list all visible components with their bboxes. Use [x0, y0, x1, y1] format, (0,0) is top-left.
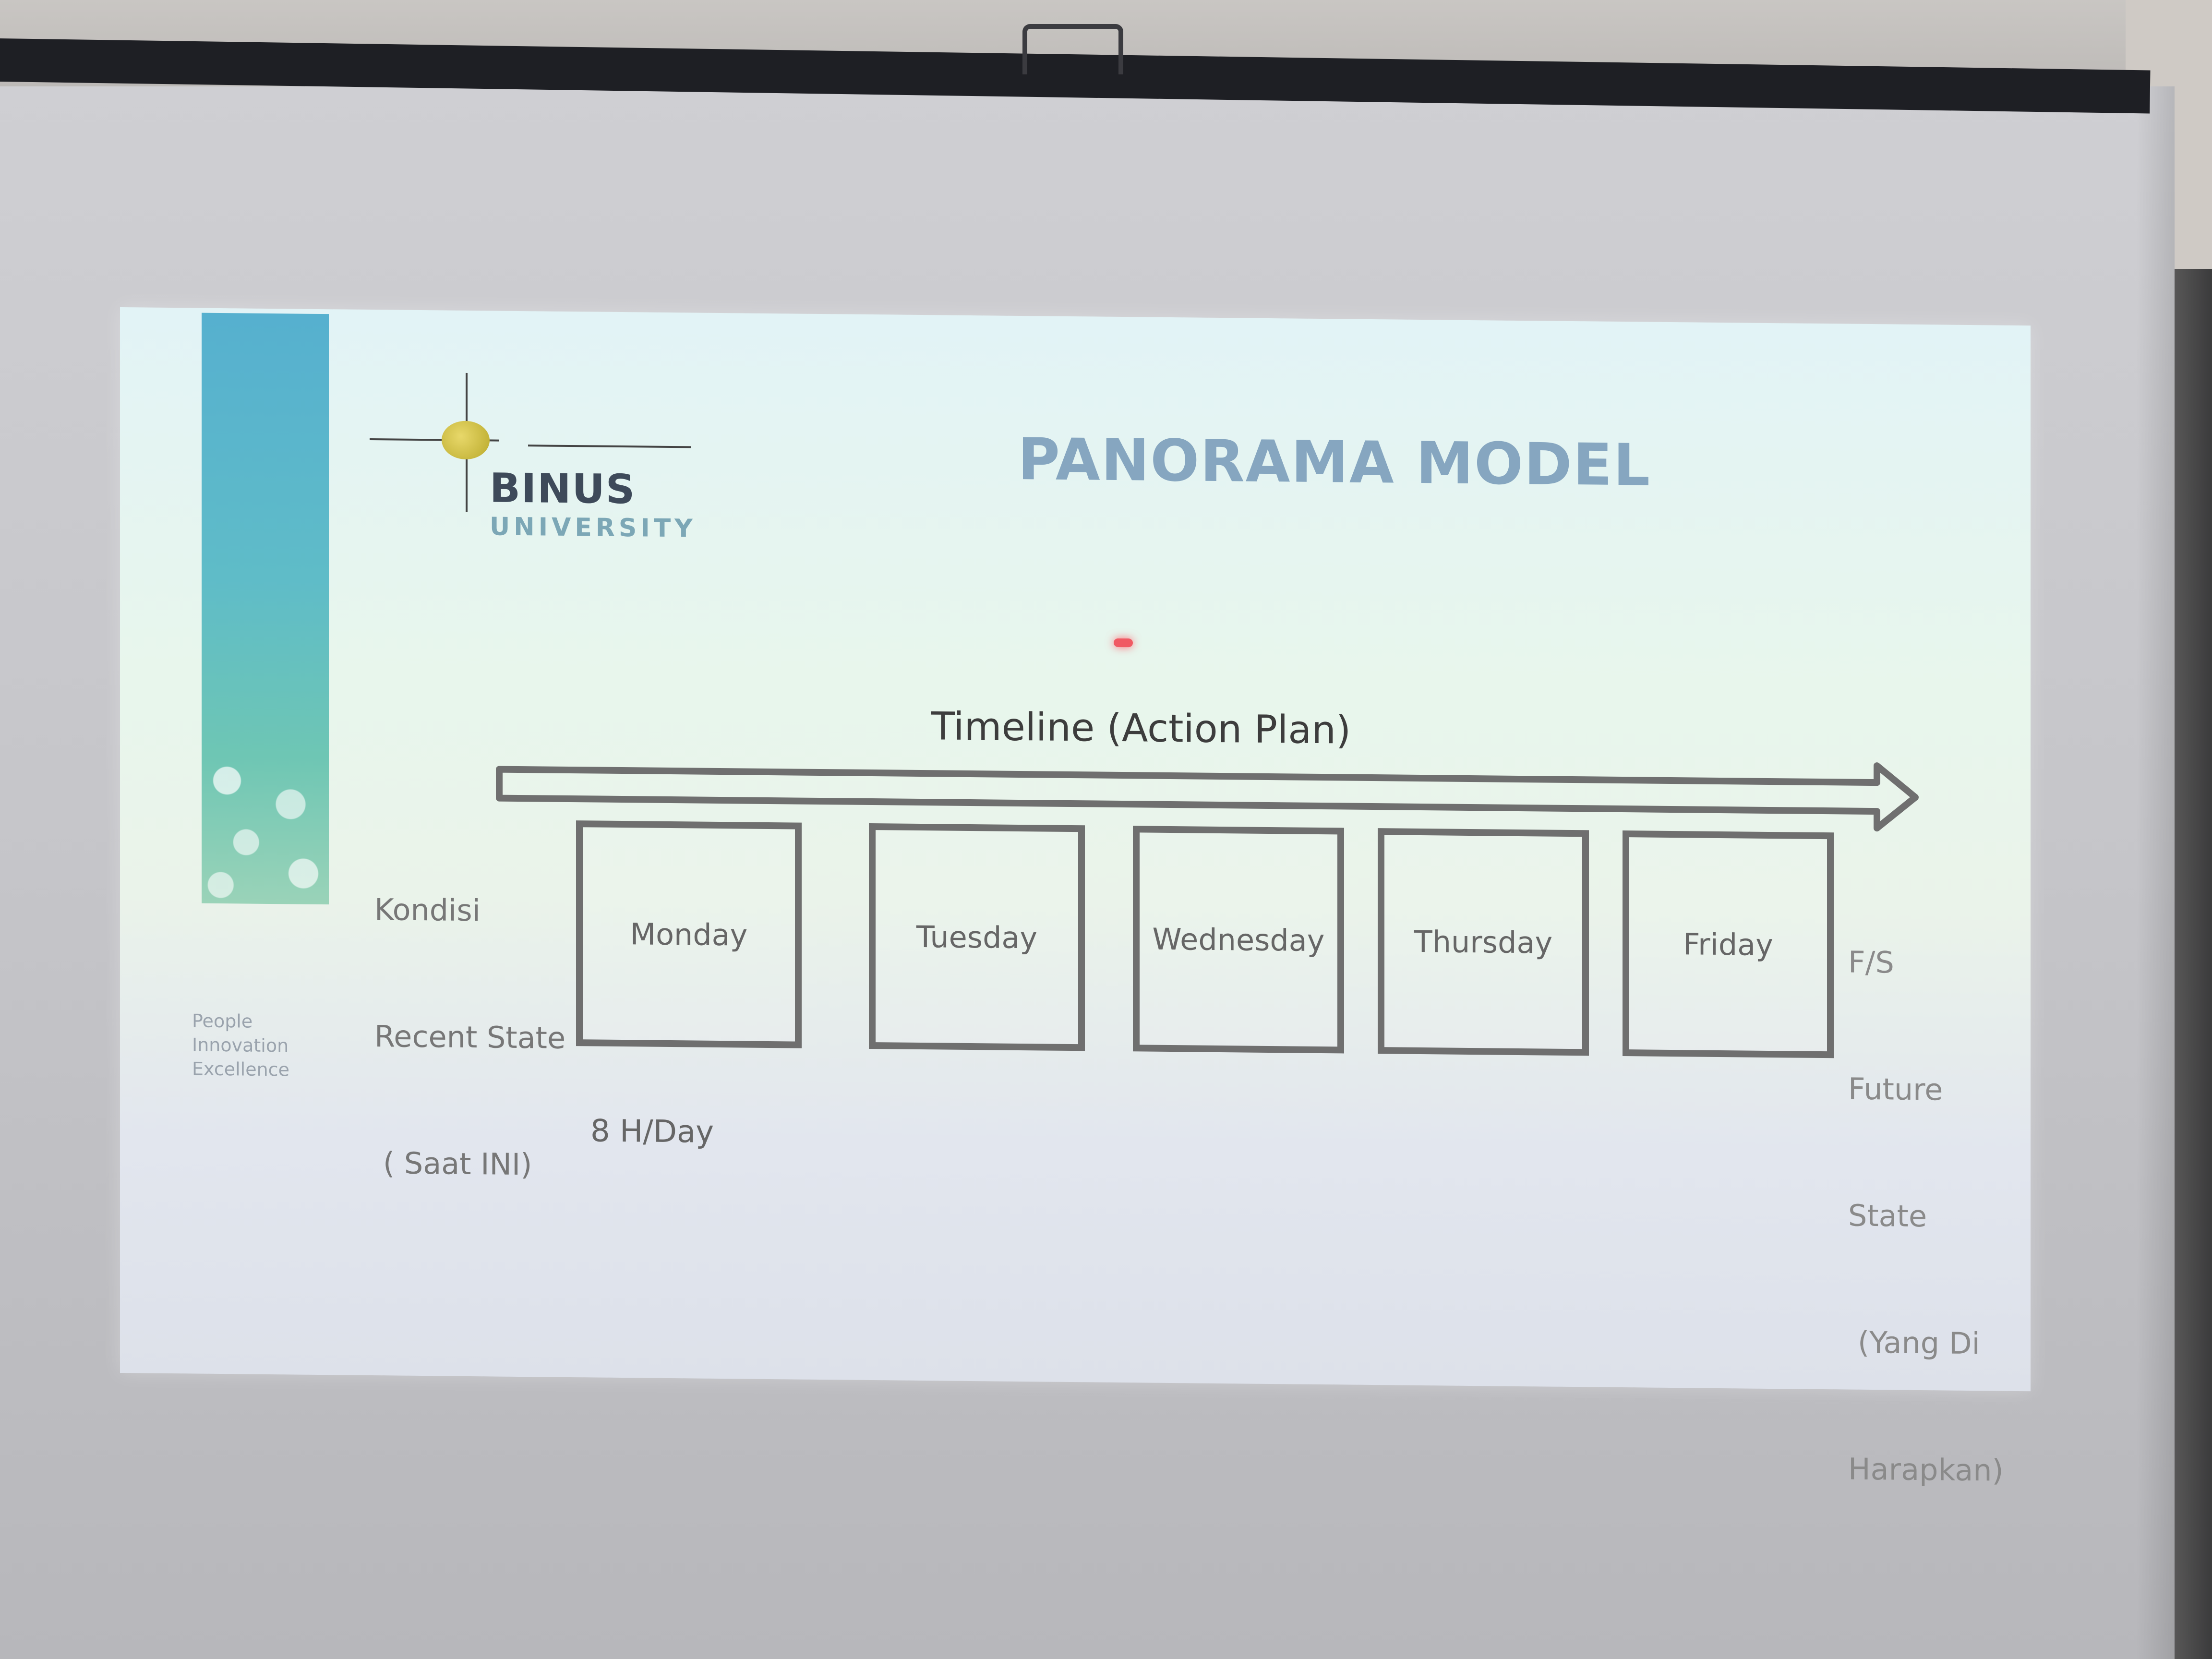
recent-state-line: Kondisi — [374, 892, 481, 928]
hours-per-day-note: 8 H/Day — [590, 1113, 714, 1150]
day-box-friday: Friday — [1623, 830, 1834, 1058]
logo-subname: UNIVERSITY — [490, 512, 697, 543]
day-label: Wednesday — [1152, 921, 1325, 958]
logo-name: BINUS — [490, 464, 636, 513]
future-state-line: Harapkan) — [1848, 1451, 2004, 1488]
day-box-wednesday: Wednesday — [1133, 826, 1344, 1054]
day-label: Friday — [1683, 926, 1773, 962]
future-state-line: (Yang Di — [1858, 1324, 1980, 1361]
future-state-line: Future — [1848, 1071, 1943, 1107]
tagline-line: Excellence — [192, 1058, 289, 1081]
recent-state-label: Kondisi Recent State ( Saat INI) — [374, 804, 565, 1271]
day-label: Monday — [630, 916, 748, 953]
future-state-line: State — [1848, 1198, 1927, 1234]
day-box-thursday: Thursday — [1378, 828, 1589, 1056]
logo-globe-icon — [442, 421, 490, 460]
day-label: Thursday — [1414, 924, 1553, 961]
day-box-monday: Monday — [576, 820, 802, 1048]
slide-tagline: People Innovation Excellence — [192, 1009, 289, 1082]
future-state-label: F/S Future State (Yang Di Harapkan) — [1848, 857, 2004, 1576]
projected-slide: BINUS UNIVERSITY PANORAMA MODEL Timeline… — [120, 307, 2031, 1488]
slide-title: PANORAMA MODEL — [1018, 426, 1651, 499]
screen-shadow — [2136, 86, 2175, 1659]
projector-bracket — [1022, 24, 1123, 74]
laser-pointer-dot — [1114, 638, 1133, 648]
recent-state-line: Recent State — [374, 1019, 566, 1056]
day-label: Tuesday — [916, 919, 1038, 955]
binus-logo: BINUS UNIVERSITY — [370, 367, 754, 553]
tagline-line: Innovation — [192, 1034, 289, 1057]
day-box-tuesday: Tuesday — [869, 823, 1085, 1051]
logo-crosshair-line-right — [528, 445, 691, 448]
timeline-label: Timeline (Action Plan) — [931, 704, 1351, 753]
future-state-line: F/S — [1848, 944, 1894, 980]
recent-state-line: ( Saat INI) — [383, 1145, 532, 1182]
slide-side-pattern — [202, 749, 329, 905]
timeline-arrow — [496, 762, 1919, 832]
tagline-line: People — [192, 1010, 253, 1032]
